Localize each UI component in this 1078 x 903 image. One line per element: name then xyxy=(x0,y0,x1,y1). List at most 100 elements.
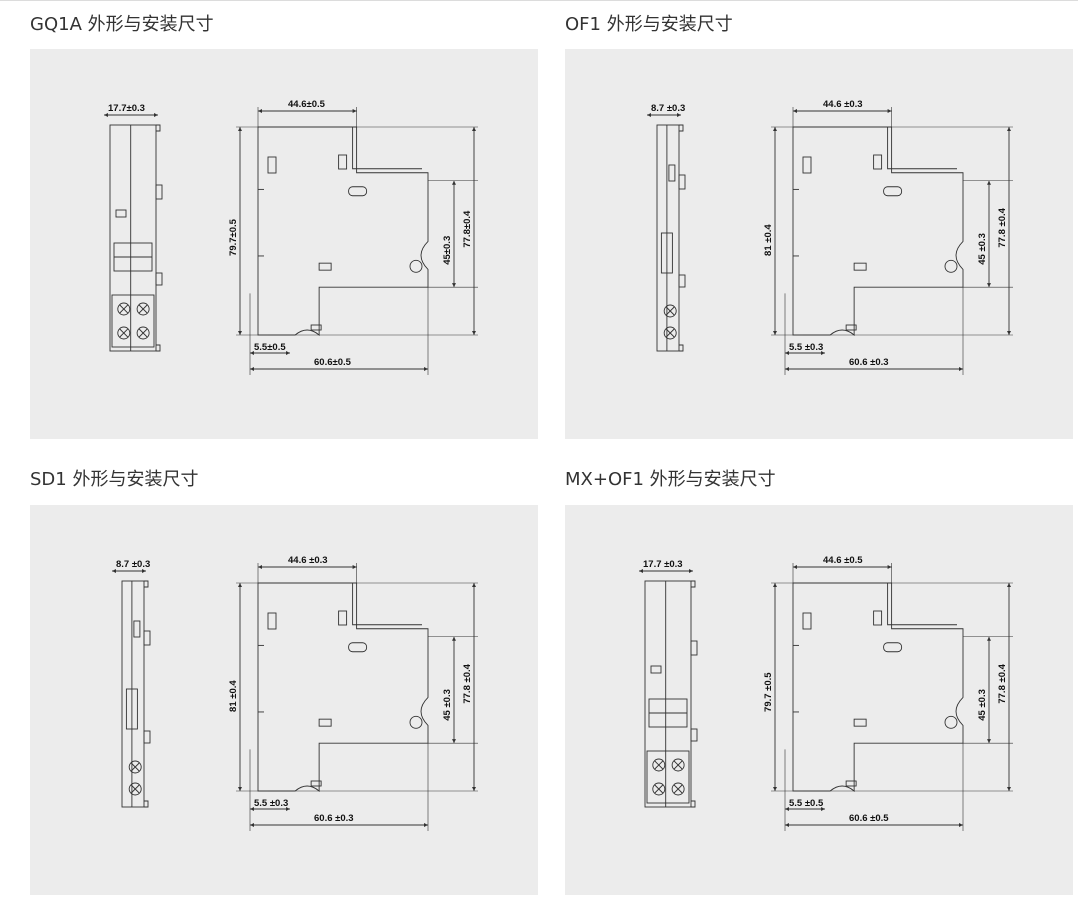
arrow-head xyxy=(987,180,991,185)
side-tab xyxy=(668,164,676,182)
inner-label: 45 ±0.3 xyxy=(977,689,988,721)
arrow-head xyxy=(773,127,777,131)
front-oval xyxy=(883,642,903,653)
arrow-head xyxy=(250,351,254,355)
side-window xyxy=(650,665,662,674)
top-label: 44.6 ±0.3 xyxy=(823,99,863,110)
terminal-screw xyxy=(117,326,131,340)
front-oval xyxy=(348,186,368,197)
arrow-head xyxy=(238,331,242,335)
terminal-screw xyxy=(663,326,677,340)
width-label: 17.7±0.3 xyxy=(108,103,145,114)
front-outline xyxy=(792,582,964,792)
screw-slot xyxy=(138,304,148,314)
arrow-head xyxy=(785,367,789,371)
top-label: 44.6±0.5 xyxy=(288,99,326,110)
arrow-head xyxy=(887,565,892,569)
base-label: 60.6±0.5 xyxy=(314,357,352,368)
outer-label: 77.8±0.4 xyxy=(462,210,473,248)
screw-slot xyxy=(130,762,140,772)
side-tab xyxy=(678,274,686,288)
pivot-hole xyxy=(409,259,423,273)
front-slot xyxy=(318,718,332,727)
screw-slot xyxy=(119,328,129,338)
front-slot xyxy=(267,612,277,630)
height-label: 79.7±0.5 xyxy=(228,218,239,256)
arrow-head xyxy=(677,113,681,117)
screw-slot xyxy=(673,784,683,794)
panel-title: SD1 外形与安装尺寸 xyxy=(30,469,199,490)
front-slot xyxy=(338,154,348,170)
terminal-block xyxy=(646,750,690,804)
width-label: 8.7 ±0.3 xyxy=(116,559,150,570)
side-body xyxy=(109,124,157,352)
inner-edge xyxy=(887,583,957,626)
inner-edge xyxy=(352,583,422,626)
offset-label: 5.5 ±0.5 xyxy=(789,798,824,809)
screw-slot xyxy=(130,784,140,794)
front-slot xyxy=(845,324,857,331)
panel-title: OF1 外形与安装尺寸 xyxy=(565,14,733,35)
screw-slot xyxy=(138,328,148,338)
width-label: 17.7 ±0.3 xyxy=(643,559,683,570)
side-tab xyxy=(143,630,151,646)
terminal-screw xyxy=(136,326,150,340)
side-view xyxy=(656,124,686,352)
front-outline xyxy=(257,582,429,792)
inner-label: 45±0.3 xyxy=(442,236,453,265)
front-view xyxy=(792,582,964,792)
arrow-head xyxy=(472,127,476,131)
front-slot xyxy=(338,610,348,626)
arrow-head xyxy=(1007,127,1011,131)
offset-label: 5.5 ±0.3 xyxy=(254,798,288,809)
panel-title: MX+OF1 外形与安装尺寸 xyxy=(565,469,776,490)
arrow-head xyxy=(286,807,290,811)
front-view xyxy=(792,126,964,336)
arrow-head xyxy=(352,565,357,569)
bottom-clip xyxy=(144,800,149,808)
panel-title: GQ1A 外形与安装尺寸 xyxy=(30,14,214,35)
front-slot xyxy=(267,156,277,174)
side-view xyxy=(121,580,151,808)
outer-label: 77.8 ±0.4 xyxy=(462,663,473,703)
front-slot xyxy=(802,612,812,630)
front-slot xyxy=(853,262,867,271)
side-latch xyxy=(125,688,138,730)
terminal-screw xyxy=(652,782,666,796)
screw-slot xyxy=(673,760,683,770)
side-window xyxy=(115,209,127,218)
arrow-head xyxy=(689,569,693,573)
arrow-head xyxy=(785,807,789,811)
arrow-head xyxy=(424,367,428,371)
terminal-screw xyxy=(128,782,142,796)
pivot-hole xyxy=(944,715,958,729)
terminal-screw xyxy=(136,302,150,316)
arrow-head xyxy=(1007,787,1011,791)
arrow-head xyxy=(773,331,777,335)
arrow-head xyxy=(286,351,290,355)
arrow-head xyxy=(352,109,357,113)
terminal-screw xyxy=(671,782,685,796)
screw-slot xyxy=(654,760,664,770)
base-label: 60.6 ±0.5 xyxy=(849,813,889,824)
arrow-head xyxy=(452,283,456,288)
bottom-clip xyxy=(691,800,696,808)
arrow-head xyxy=(104,113,108,117)
side-tab xyxy=(678,174,686,190)
side-tab xyxy=(133,620,141,638)
inner-edge xyxy=(352,127,422,170)
drawing-area: 17.7±0.3 44.6±0.5 79.7±0.5 45±0.3 77.8±0.4 60… xyxy=(30,49,538,439)
terminal-screw xyxy=(671,758,685,772)
arrow-head xyxy=(785,351,789,355)
front-slot xyxy=(318,262,332,271)
top-clip xyxy=(691,580,696,588)
arrow-head xyxy=(987,739,991,744)
front-slot xyxy=(310,324,322,331)
arrow-head xyxy=(258,109,262,113)
